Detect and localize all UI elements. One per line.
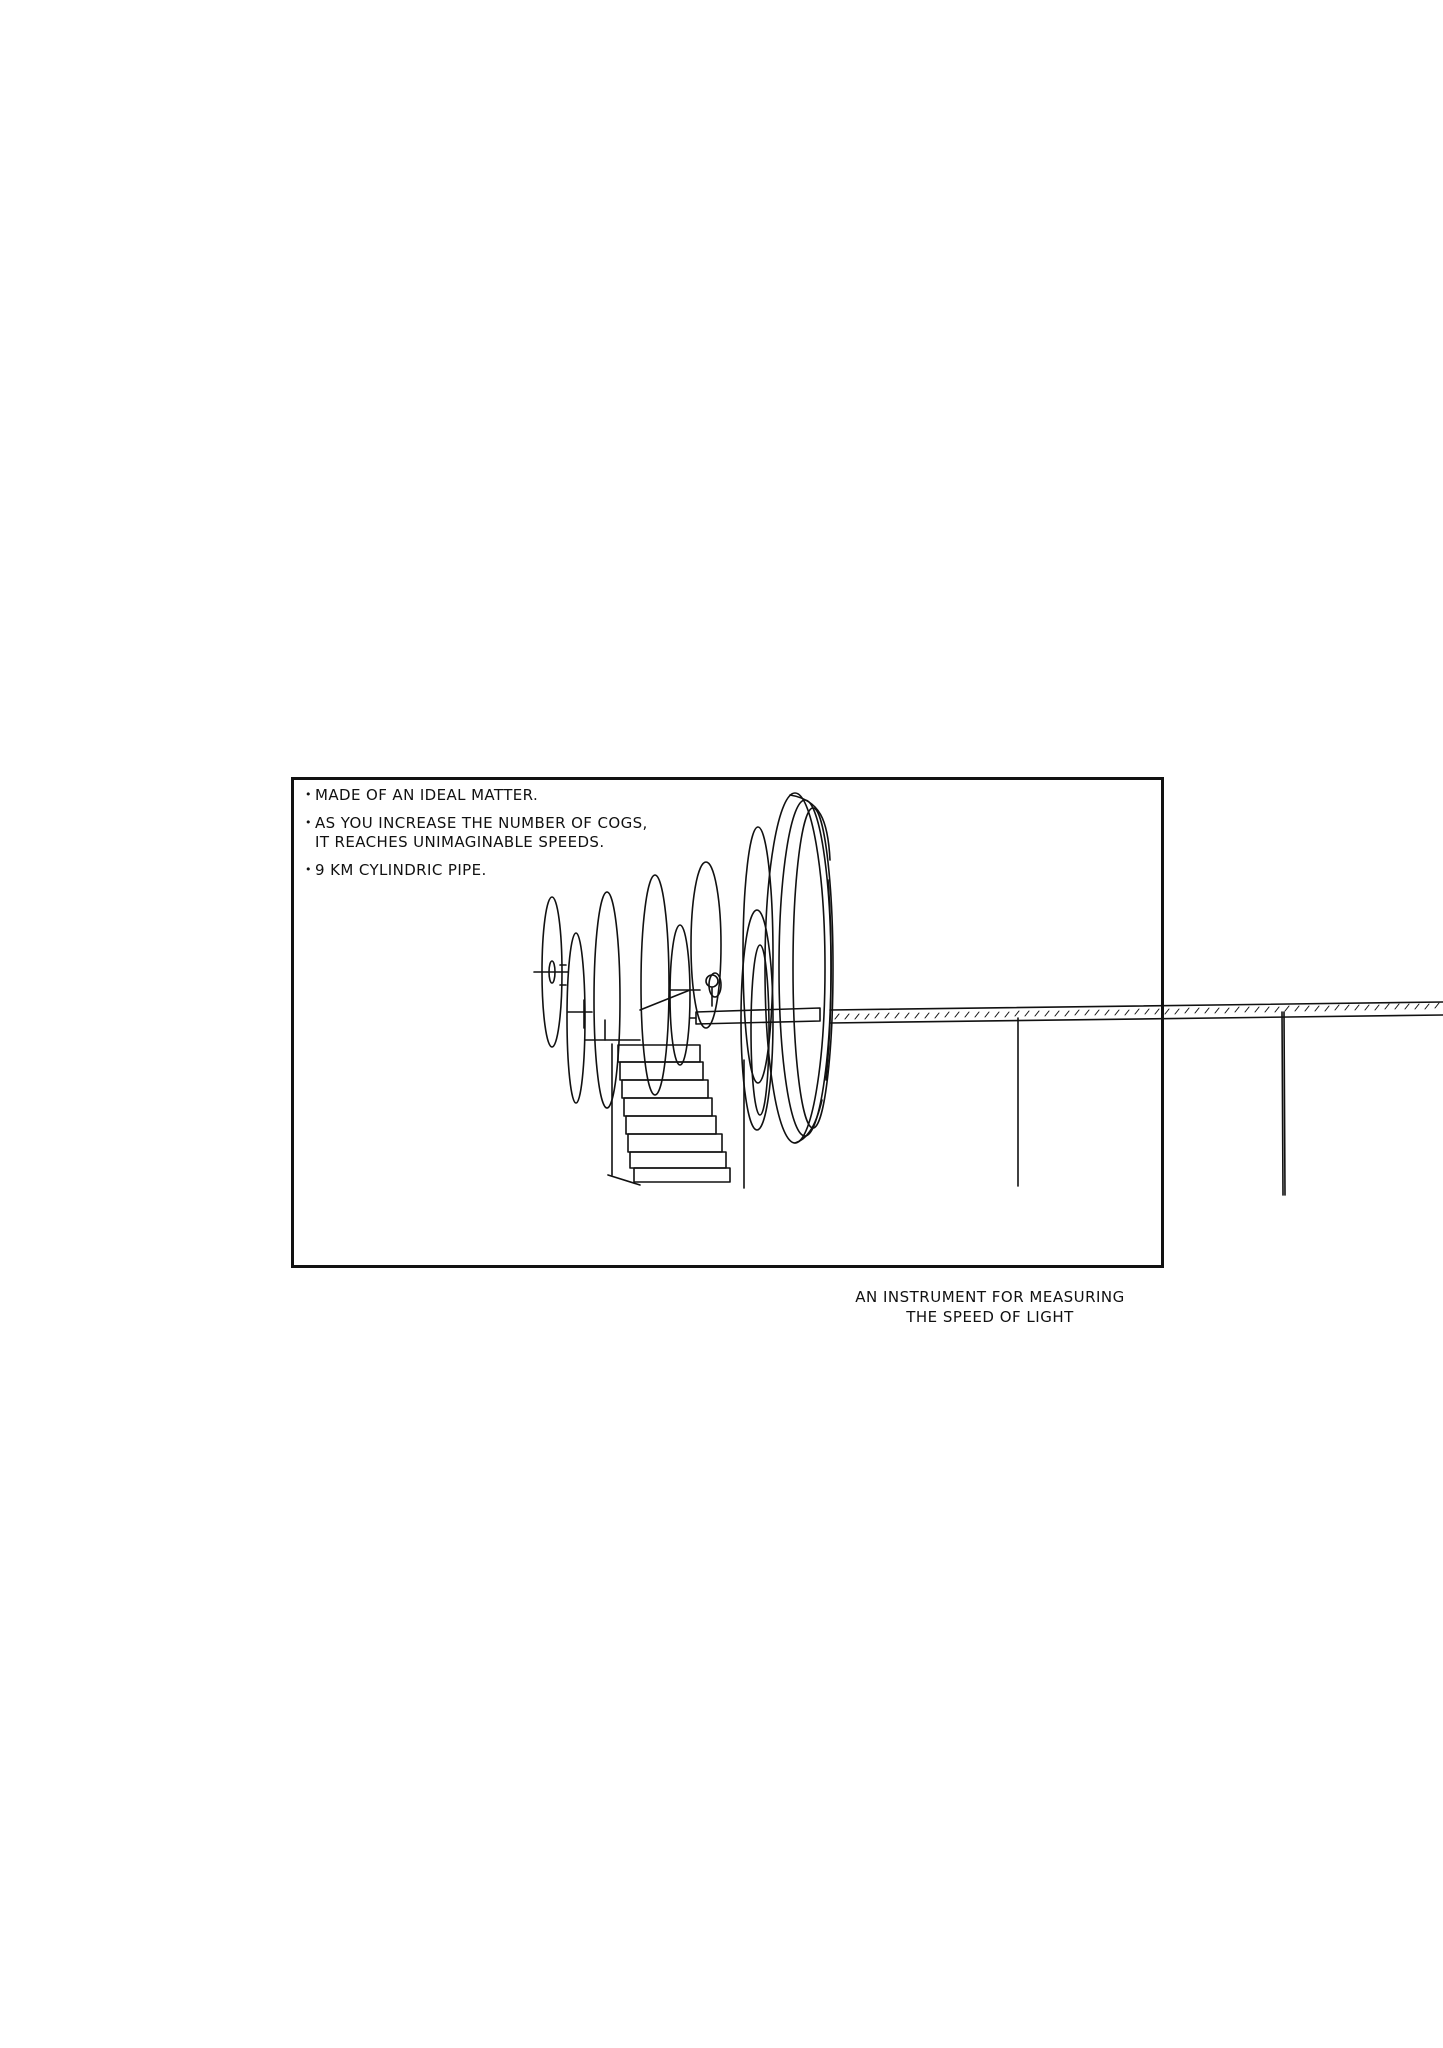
cog-8	[742, 826, 774, 1084]
cylindric-pipe	[829, 1001, 1443, 1196]
axle	[689, 1007, 821, 1025]
cog-1	[533, 896, 569, 1048]
cog-7	[740, 909, 774, 1131]
stacked-steps	[607, 1043, 745, 1189]
cog-5	[669, 924, 701, 1066]
caption-line-1: AN INSTRUMENT FOR MEASURING	[855, 1288, 1125, 1306]
instrument-notes: MADE OF AN IDEAL MATTER. AS YOU INCREASE…	[305, 785, 725, 889]
cog-2	[566, 932, 593, 1104]
cog-3	[584, 891, 641, 1109]
note-ideal-matter: MADE OF AN IDEAL MATTER.	[305, 785, 725, 805]
panel-caption: AN INSTRUMENT FOR MEASURING THE SPEED OF…	[800, 1287, 1180, 1327]
caption-line-2: THE SPEED OF LIGHT	[906, 1308, 1074, 1326]
note-pipe-length: 9 KM CYLINDRIC PIPE.	[305, 860, 725, 880]
cog-large	[764, 792, 834, 1144]
note-cogs-speed: AS YOU INCREASE THE NUMBER OF COGS, IT R…	[305, 813, 725, 852]
comic-panel-frame	[291, 777, 1164, 1268]
